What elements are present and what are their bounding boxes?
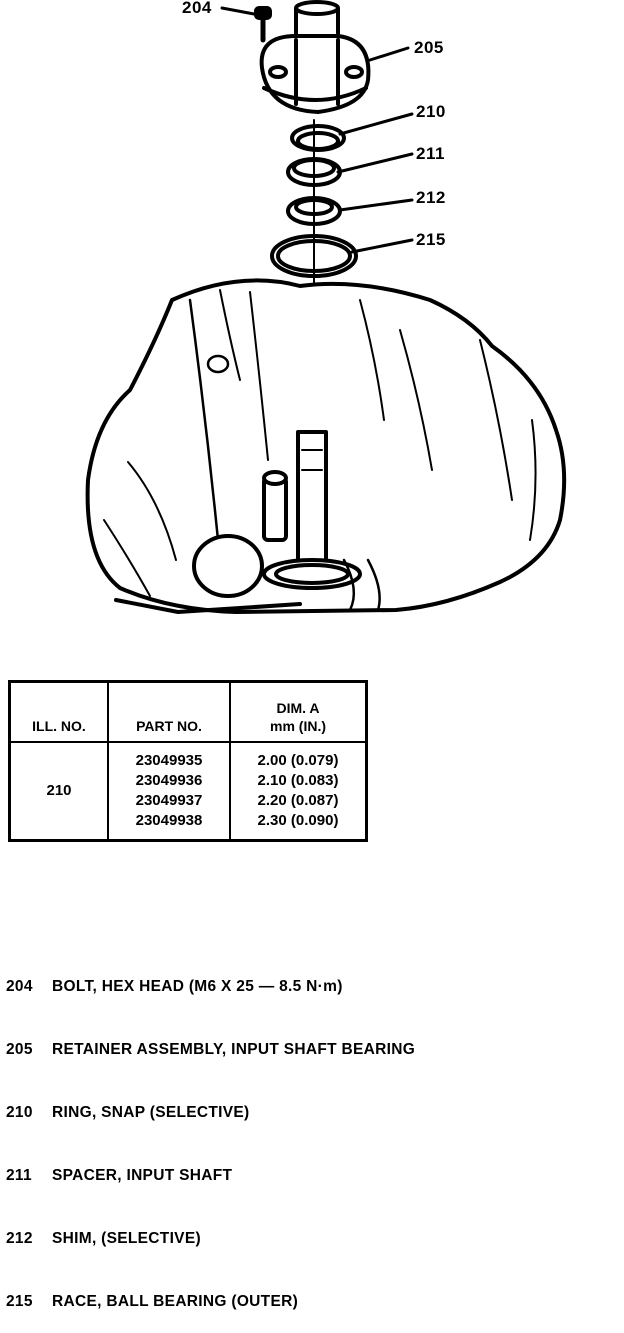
legend-item: 212 SHIM, (SELECTIVE) — [6, 1228, 415, 1249]
legend-number: 204 — [6, 978, 33, 995]
header-dim-a: DIM. A mm (IN.) — [229, 680, 368, 743]
header-ill-no: ILL. NO. — [8, 680, 109, 743]
legend-number: 211 — [6, 1167, 32, 1184]
legend-item: 210 RING, SNAP (SELECTIVE) — [6, 1102, 415, 1123]
parts-table: ILL. NO. PART NO. DIM. A mm (IN.) 210 23… — [8, 680, 368, 842]
legend-text: RING, SNAP (SELECTIVE) — [52, 1104, 250, 1121]
legend-text: SHIM, (SELECTIVE) — [52, 1230, 201, 1247]
legend-number: 212 — [6, 1230, 33, 1247]
retainer-205-shape — [259, 0, 410, 114]
race-215-shape — [270, 234, 414, 278]
dimension-value: 2.10 (0.083) — [257, 772, 339, 789]
part-number: 23049936 — [135, 772, 203, 789]
table-header-row: ILL. NO. PART NO. DIM. A mm (IN.) — [8, 680, 368, 743]
legend-number: 205 — [6, 1041, 33, 1058]
dimension-value: 2.30 (0.090) — [257, 812, 339, 829]
callout-210: 210 — [416, 102, 446, 121]
callout-211: 211 — [416, 144, 445, 163]
spacer-211-shape — [286, 152, 414, 187]
table-row: 210 23049935 23049936 23049937 23049938 … — [8, 741, 368, 842]
parts-legend: 204 BOLT, HEX HEAD (M6 X 25 — 8.5 N·m) 20… — [6, 934, 415, 1333]
callout-205: 205 — [414, 38, 444, 57]
header-dim-line2: mm (IN.) — [270, 718, 326, 734]
callout-204: 204 — [182, 0, 212, 17]
bolt-204-shape — [220, 6, 272, 43]
legend-number: 210 — [6, 1104, 33, 1121]
legend-text: BOLT, HEX HEAD (M6 X 25 — 8.5 N·m) — [52, 978, 343, 995]
callout-215: 215 — [416, 230, 446, 249]
header-dim-line1: DIM. A — [276, 700, 320, 716]
part-number: 23049938 — [135, 812, 203, 829]
legend-item: 205 RETAINER ASSEMBLY, INPUT SHAFT BEARIN… — [6, 1039, 415, 1060]
part-number: 23049937 — [135, 792, 203, 809]
legend-text: SPACER, INPUT SHAFT — [52, 1167, 233, 1184]
legend-item: 204 BOLT, HEX HEAD (M6 X 25 — 8.5 N·m) — [6, 976, 415, 997]
cell-part-numbers: 23049935 23049936 23049937 23049938 — [107, 741, 231, 842]
legend-text: RETAINER ASSEMBLY, INPUT SHAFT BEARING — [52, 1041, 416, 1058]
snap-ring-210-shape — [290, 112, 414, 152]
legend-item: 211 SPACER, INPUT SHAFT — [6, 1165, 415, 1186]
transmission-case-shape — [85, 278, 567, 614]
header-part-no: PART NO. — [107, 680, 231, 743]
legend-item: 215 RACE, BALL BEARING (OUTER) — [6, 1291, 415, 1312]
legend-number: 215 — [6, 1293, 33, 1310]
legend-text: RACE, BALL BEARING (OUTER) — [52, 1293, 299, 1310]
callout-212: 212 — [416, 188, 446, 207]
cell-ill-no: 210 — [8, 741, 109, 842]
part-number: 23049935 — [135, 752, 203, 769]
shim-212-shape — [286, 196, 414, 226]
cell-dimensions: 2.00 (0.079) 2.10 (0.083) 2.20 (0.087) 2… — [229, 741, 368, 842]
dimension-value: 2.00 (0.079) — [257, 752, 339, 769]
dimension-value: 2.20 (0.087) — [257, 792, 339, 809]
exploded-view-diagram — [85, 0, 567, 614]
